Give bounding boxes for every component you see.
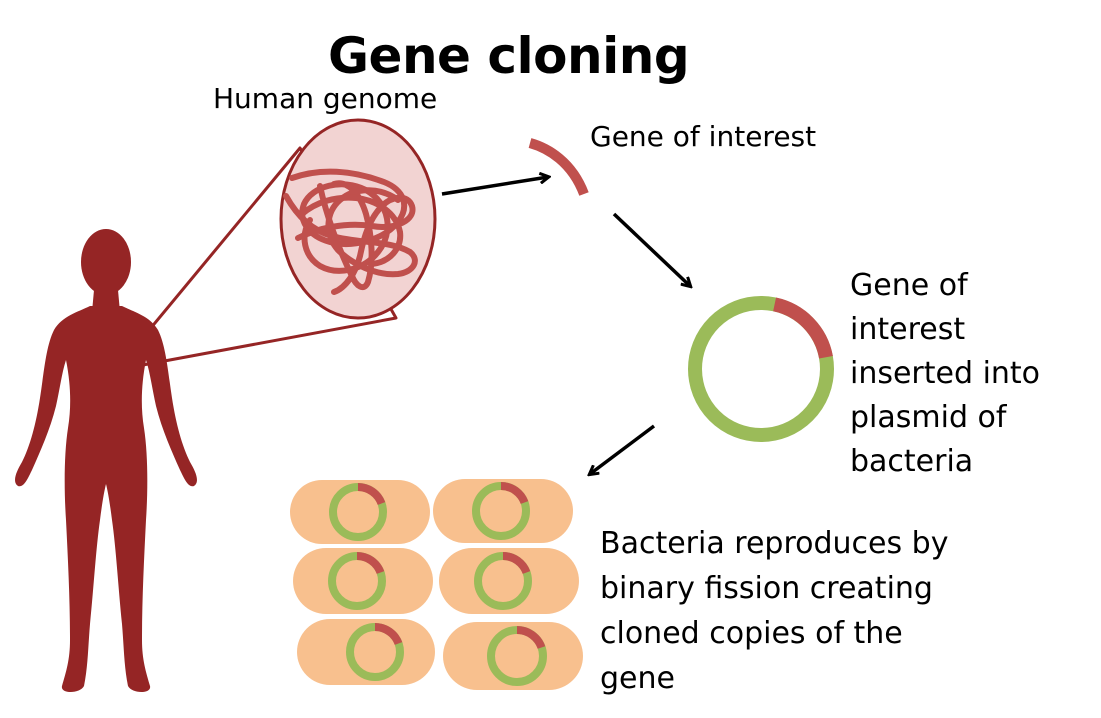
label-gene-of-interest: Gene of interest [590, 120, 817, 153]
label-plasmid-insertion: Gene of interest inserted into plasmid o… [850, 264, 1040, 484]
genome-magnifier-icon [279, 118, 437, 320]
label-line: Gene of [850, 268, 968, 303]
bacteria-colony [290, 479, 583, 690]
bacterium-icon [297, 619, 435, 685]
label-line: binary fission creating [600, 571, 933, 606]
arrow-plasmid-to-bacteria [590, 424, 656, 474]
dna-strand-icon [528, 138, 589, 196]
dna-tangle [283, 168, 418, 295]
bacterium-icon [290, 480, 430, 544]
process-arrows [441, 177, 690, 474]
label-line: interest [850, 312, 966, 347]
human-silhouette-icon [15, 229, 197, 692]
diagram-title: Gene cloning [328, 27, 690, 85]
bacterium-icon [433, 479, 573, 543]
label-line: plasmid of [850, 400, 1007, 435]
label-line: inserted into [850, 356, 1041, 391]
label-bacteria-reproduction: Bacteria reproduces by binary fission cr… [600, 521, 948, 701]
label-line: bacteria [850, 444, 974, 479]
bacterium-icon [443, 622, 583, 690]
label-human-genome: Human genome [213, 82, 438, 115]
label-line: gene [600, 661, 675, 696]
bacterium-icon [293, 548, 433, 614]
label-line: Bacteria reproduces by [600, 526, 949, 561]
arrow-gene-to-plasmid [612, 212, 690, 286]
label-line: cloned copies of the [600, 616, 903, 651]
plasmid-icon [688, 296, 834, 442]
arrow-genome-to-gene [441, 177, 548, 196]
bacterium-icon [439, 548, 579, 614]
